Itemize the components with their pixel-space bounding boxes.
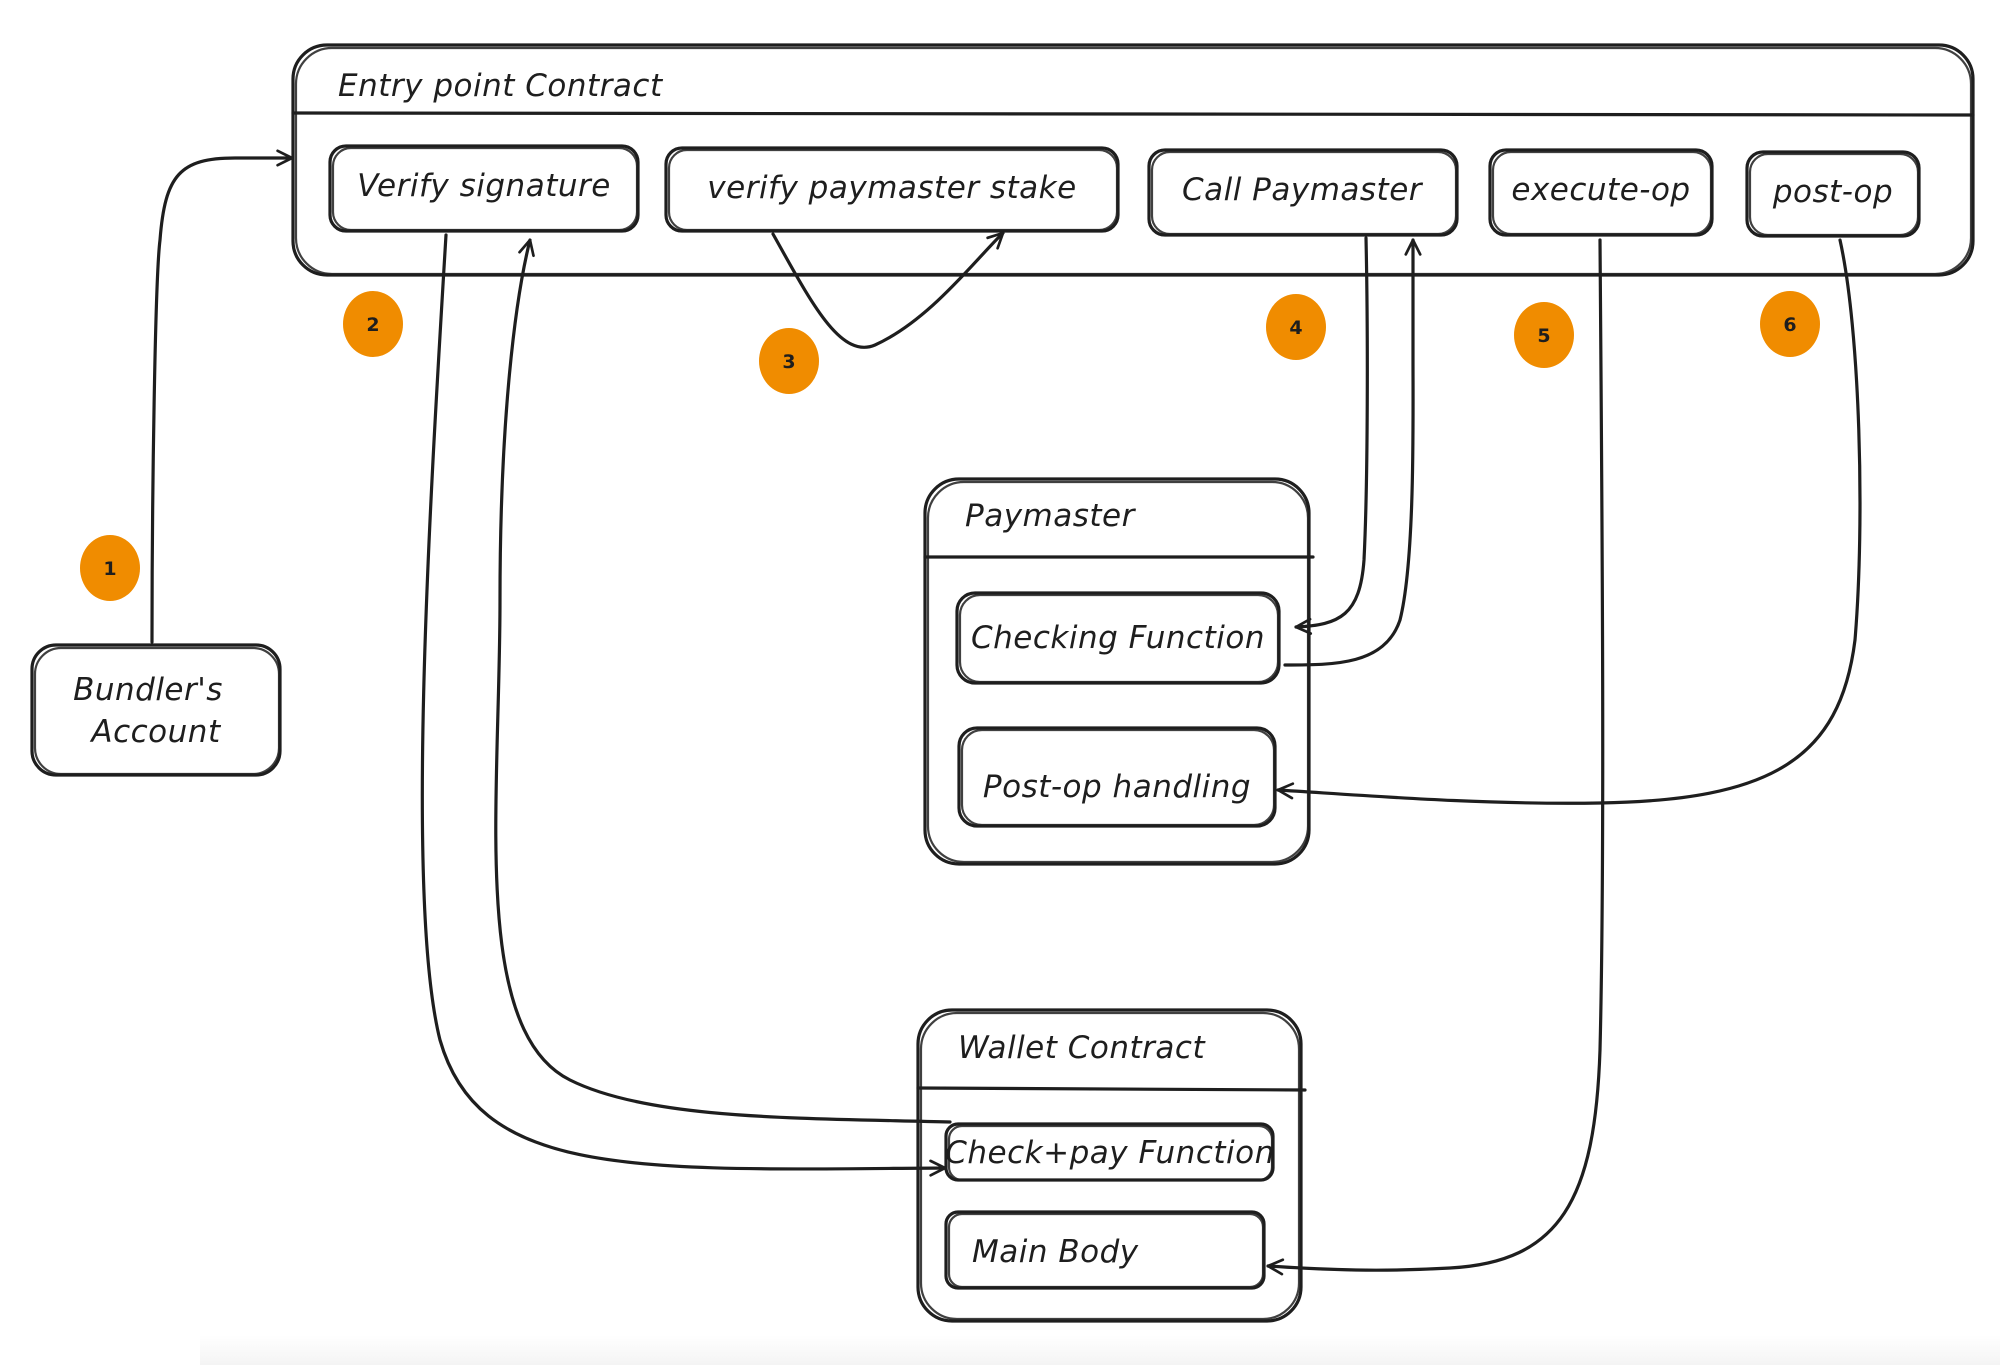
verify-paymaster-stake-box[interactable]: verify paymaster stake xyxy=(664,146,1120,233)
post-op-handling-label: Post-op handling xyxy=(983,769,1251,805)
arrows xyxy=(150,149,1862,1276)
call-paymaster-box[interactable]: Call Paymaster xyxy=(1147,148,1459,237)
verify-signature-box[interactable]: Verify signature xyxy=(328,144,640,233)
step-badge-5: 5 xyxy=(1514,302,1574,368)
arrow-execute-to-main xyxy=(1266,238,1605,1276)
checking-function-label: Checking Function xyxy=(971,620,1265,656)
execute-op-label: execute-op xyxy=(1511,172,1690,208)
post-op-handling-box[interactable]: Post-op handling xyxy=(957,726,1277,828)
paymaster-title: Paymaster xyxy=(965,498,1137,534)
badge-3-number: 3 xyxy=(782,351,795,373)
arrow-call-to-checking xyxy=(1294,236,1369,635)
arrow-postop-to-handling xyxy=(1276,238,1862,805)
arrow-stake-loop xyxy=(771,231,1005,349)
arrow-bundler-to-entry xyxy=(150,149,294,644)
entry-point-contract: Entry point Contract xyxy=(291,43,1975,277)
main-body-box[interactable]: Main Body xyxy=(944,1210,1266,1290)
badge-6-number: 6 xyxy=(1783,314,1796,336)
bottom-shadow xyxy=(200,1335,2000,1365)
arrow-checking-to-call xyxy=(1283,238,1422,667)
step-badge-6: 6 xyxy=(1760,291,1820,357)
badge-4-number: 4 xyxy=(1289,317,1302,339)
execute-op-box[interactable]: execute-op xyxy=(1488,148,1714,237)
call-paymaster-label: Call Paymaster xyxy=(1182,172,1424,208)
bundlers-account-box[interactable]: Bundler's Account xyxy=(30,643,282,777)
bundler-line1: Bundler's xyxy=(73,672,223,708)
step-badge-4: 4 xyxy=(1266,294,1326,360)
step-badge-2: 2 xyxy=(343,291,403,357)
checking-function-box[interactable]: Checking Function xyxy=(955,591,1281,685)
main-body-label: Main Body xyxy=(972,1234,1139,1270)
arrow-verify-to-checkpay xyxy=(420,233,947,1177)
paymaster-contract: Paymaster xyxy=(923,477,1315,866)
check-pay-function-box[interactable]: Check+pay Function xyxy=(944,1122,1275,1182)
step-badge-3: 3 xyxy=(759,328,819,394)
post-op-box[interactable]: post-op xyxy=(1745,150,1921,238)
badge-2-number: 2 xyxy=(366,314,379,336)
post-op-label: post-op xyxy=(1772,174,1893,210)
badge-1-number: 1 xyxy=(103,558,116,580)
step-badge-1: 1 xyxy=(80,535,140,601)
bundler-line2: Account xyxy=(89,714,222,750)
verify-paymaster-stake-label: verify paymaster stake xyxy=(707,170,1076,206)
entry-point-title: Entry point Contract xyxy=(338,68,664,104)
wallet-title: Wallet Contract xyxy=(958,1030,1206,1066)
wallet-contract: Wallet Contract xyxy=(916,1008,1307,1323)
check-pay-function-label: Check+pay Function xyxy=(945,1135,1275,1171)
arrow-checkpay-to-verify xyxy=(494,238,952,1124)
verify-signature-label: Verify signature xyxy=(357,168,611,204)
badge-5-number: 5 xyxy=(1537,325,1550,347)
